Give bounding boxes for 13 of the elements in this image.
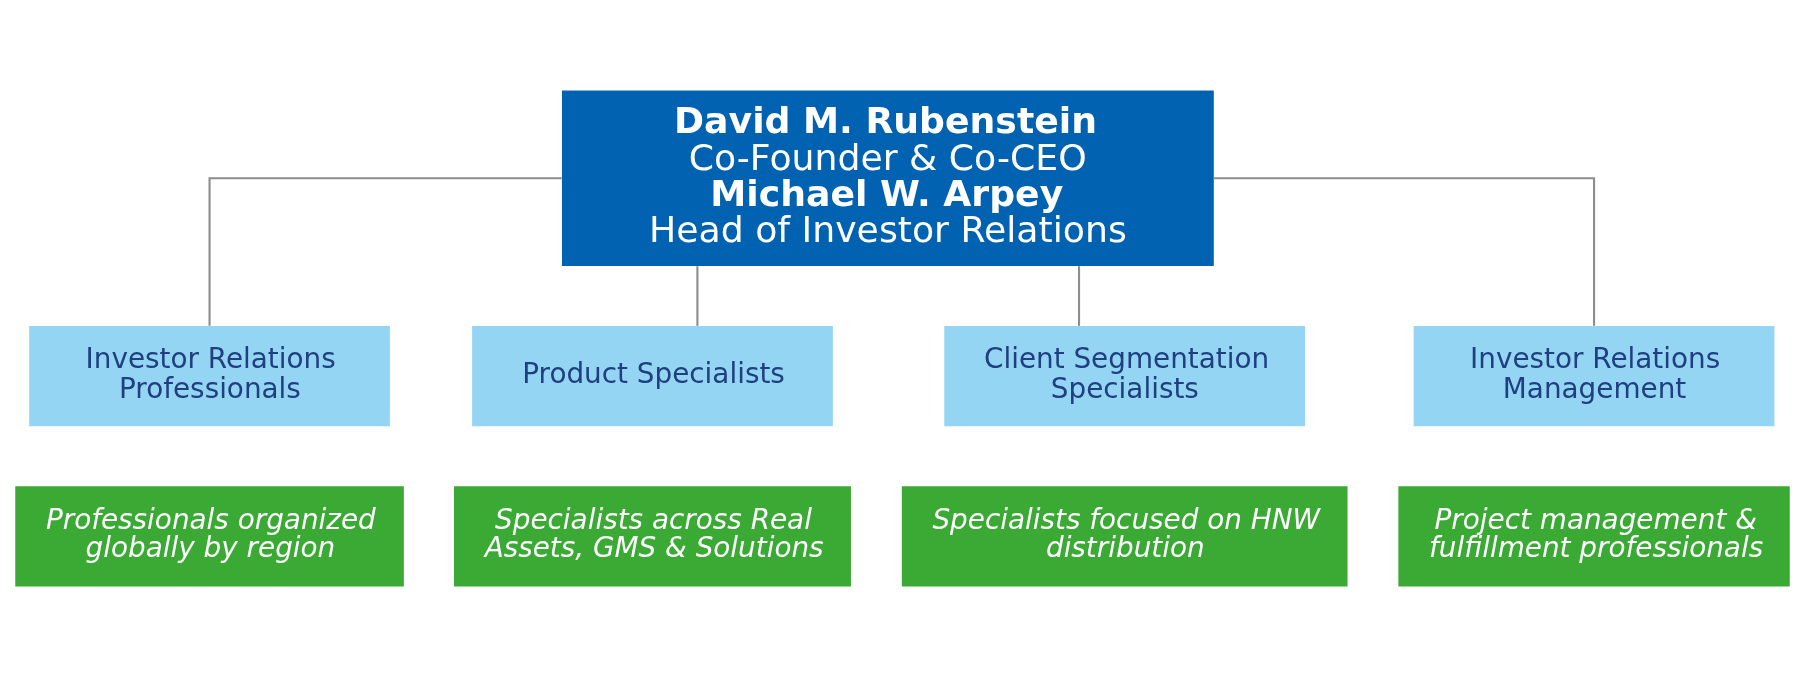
connector [1213,176,1595,326]
node-box: Investor Relations Management [1413,325,1774,426]
connector [1077,265,1080,326]
node-box: Client Segmentation Specialists [943,325,1305,426]
node-box: Specialists across Real Assets, GMS & Solutions [453,485,851,586]
node-box: Specialists focused on HNW distribution [901,485,1347,586]
node-box: Professionals organized globally by region [14,485,404,586]
connector [695,265,698,326]
node-box: Investor Relations Professionals [28,325,390,426]
node-box: Product Specialists [471,325,833,426]
connector [208,176,562,326]
node-box: Project management & fulfillment professionals [1397,485,1790,586]
node-box: David M. Rubenstein Co-Founder & Co-CEO Michael W. Arpey Head of Investor Relations [561,90,1214,266]
